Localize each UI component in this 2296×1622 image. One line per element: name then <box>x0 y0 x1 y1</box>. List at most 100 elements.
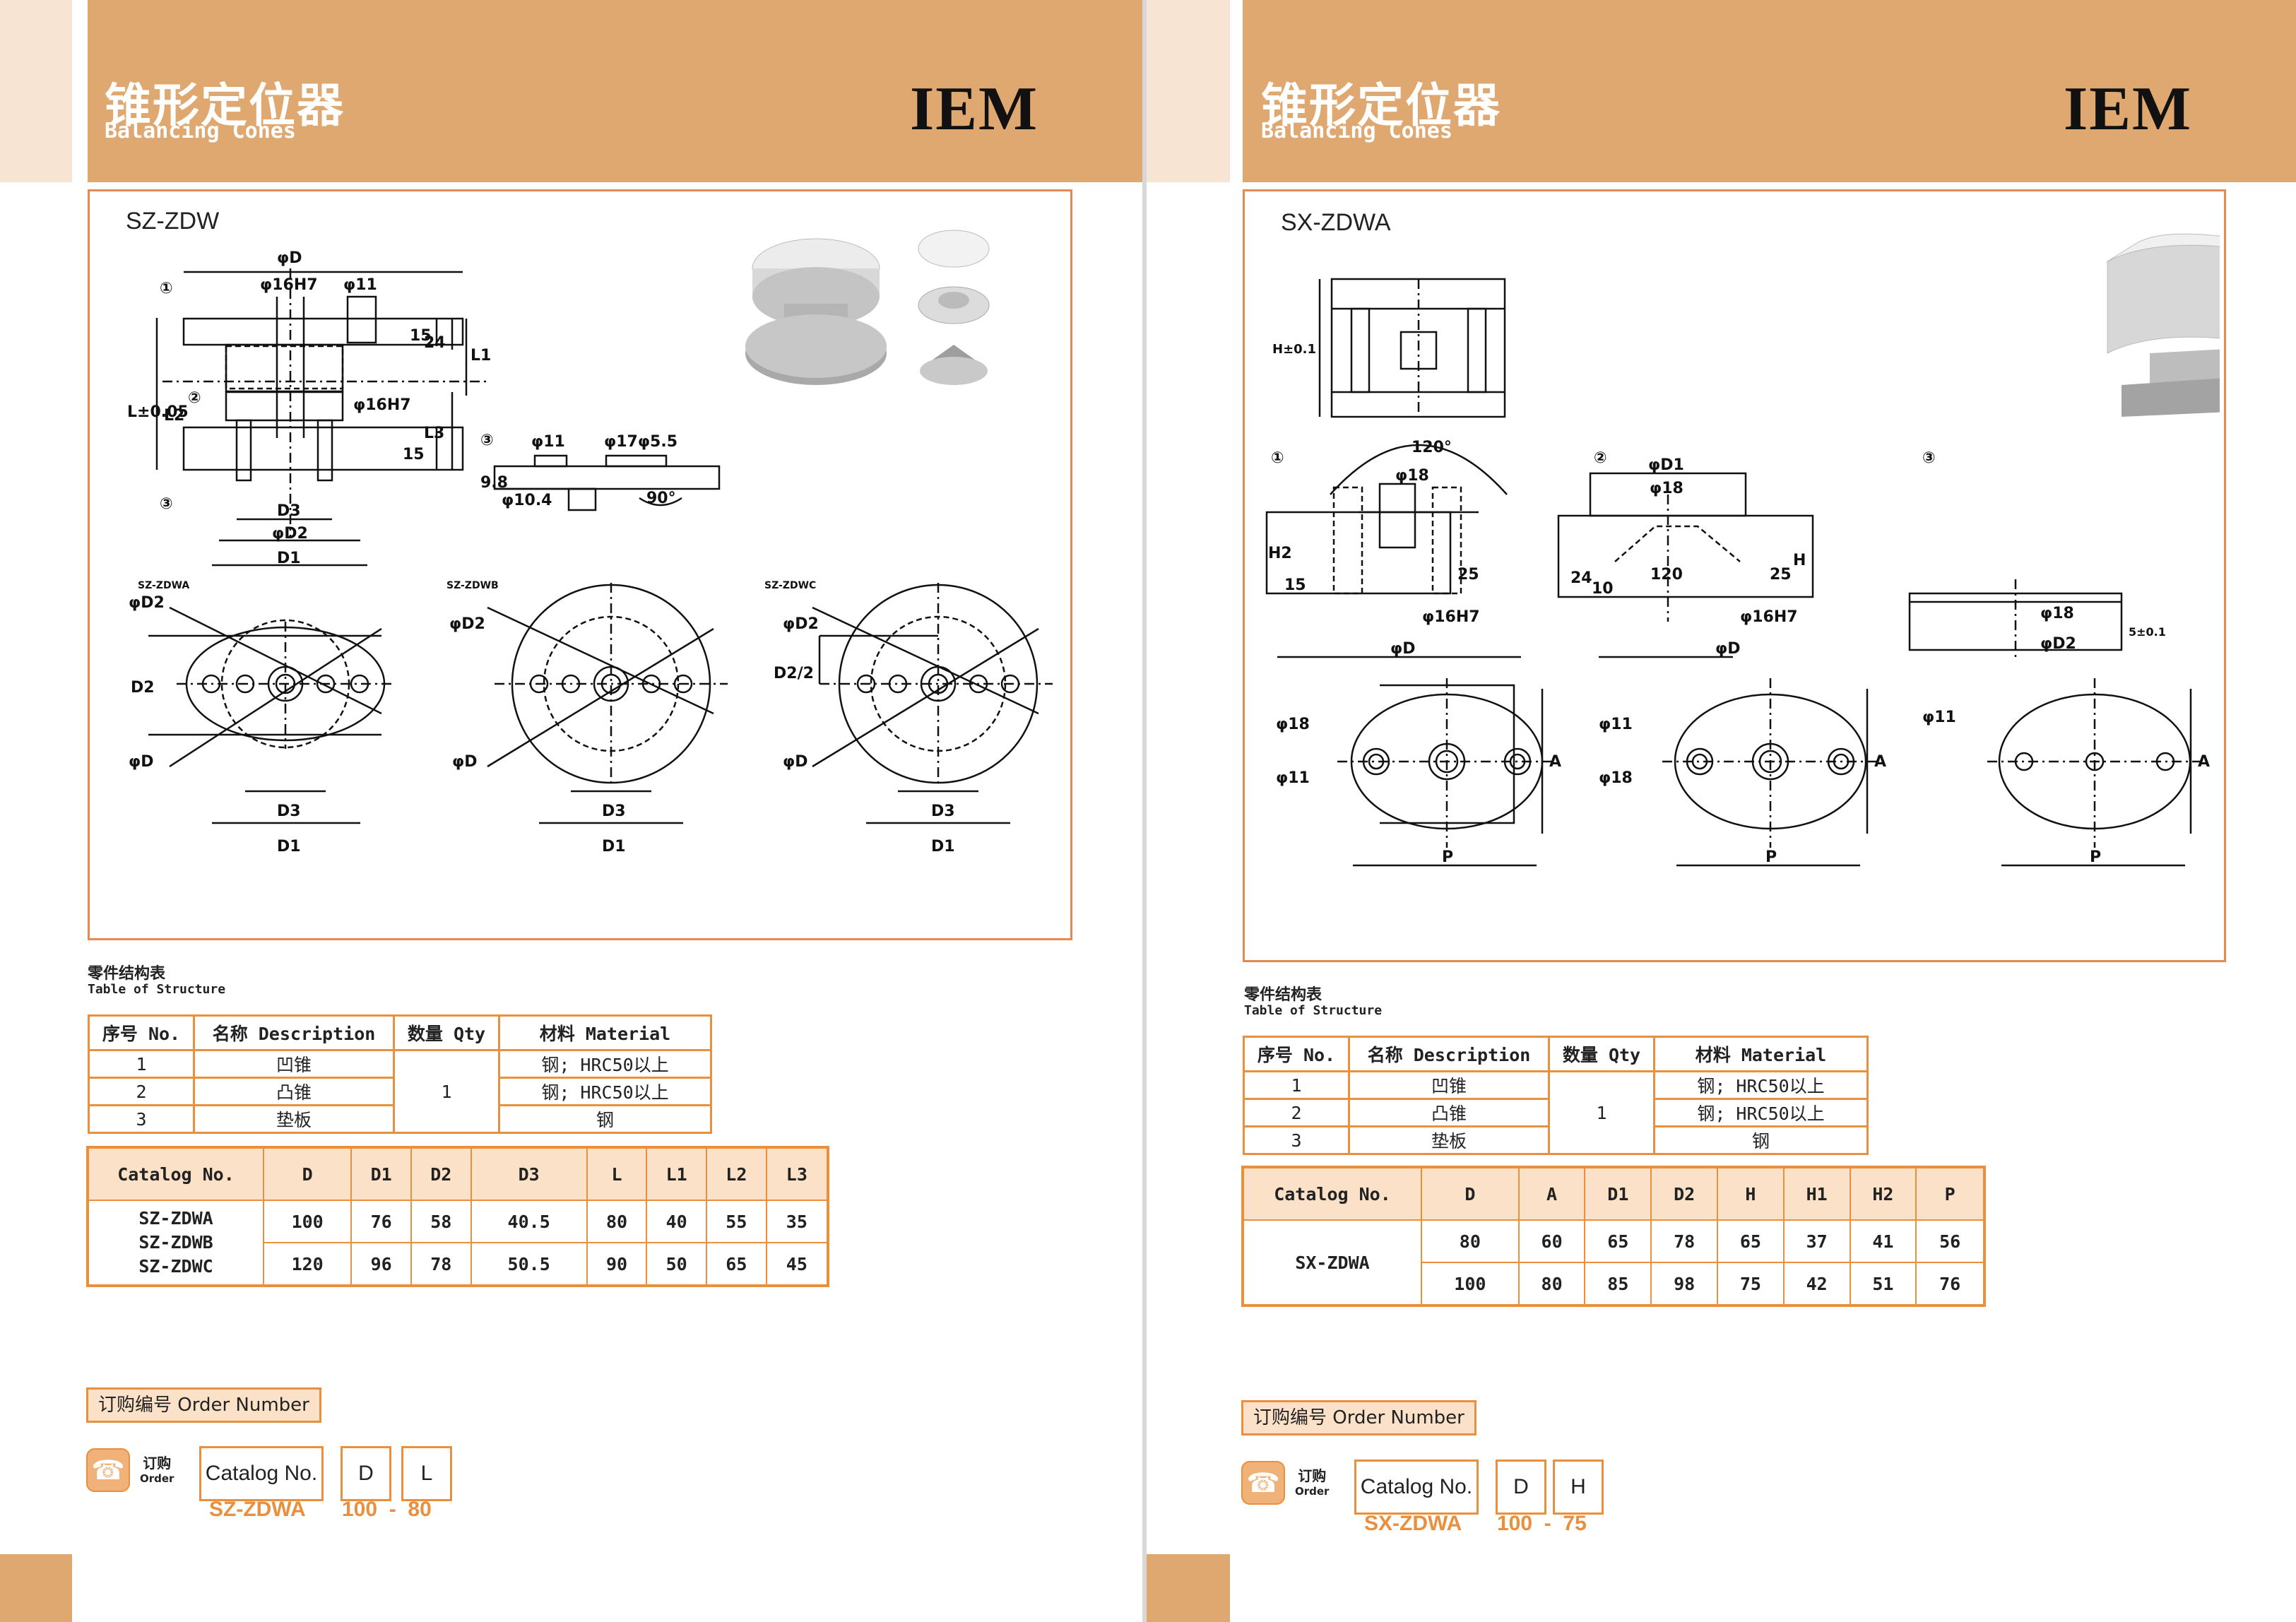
l-v1-D3: D3 <box>277 803 301 820</box>
table-cell: 78 <box>1650 1219 1718 1263</box>
left-order-box-d: D <box>341 1446 391 1501</box>
spec-h: Catalog No. <box>87 1147 264 1201</box>
table-cell: 120 <box>262 1242 353 1286</box>
table-cell: 50 <box>646 1242 707 1286</box>
spec-h: D2 <box>1650 1166 1718 1221</box>
left-title-cn: 锥形定位器 <box>105 78 345 133</box>
spec-catalog-cell: SZ-ZDWA SZ-ZDWB SZ-ZDWC <box>87 1200 264 1286</box>
order-en: Order <box>1295 1485 1330 1498</box>
left-order-example-value: 100 - 80 <box>342 1498 432 1521</box>
page-divider <box>1142 0 1147 1622</box>
table-cell: 1 <box>1243 1070 1350 1100</box>
l-v2-D3: D3 <box>602 803 626 820</box>
spec-h: A <box>1517 1166 1586 1221</box>
spec-h: H1 <box>1782 1166 1851 1221</box>
catalog-id: SZ-ZDWC <box>138 1256 213 1277</box>
table-cell: 90 <box>586 1242 648 1286</box>
l-v1-name: SZ-ZDWA <box>138 580 189 591</box>
struct-h-qty: 数量 Qty <box>393 1014 500 1051</box>
right-title-en: Balancing Cones <box>1261 119 1452 143</box>
l-L: L±0.05 <box>127 403 189 421</box>
left-structure-table: 序号 No. 名称 Description 数量 Qty 材料 Material… <box>88 1014 712 1134</box>
table-cell: 45 <box>765 1242 829 1286</box>
struct-h-mat: 材料 Material <box>1653 1036 1869 1072</box>
right-order-catalog-box: Catalog No. <box>1354 1460 1479 1515</box>
r-b2-phi18: φ18 <box>1599 769 1633 787</box>
r-H01: H±0.1 <box>1272 342 1316 357</box>
l-phi11: φ11 <box>343 276 377 294</box>
spec-h: Catalog No. <box>1242 1166 1422 1221</box>
table-cell: 65 <box>1717 1219 1785 1263</box>
left-struct-title-en: Table of Structure <box>88 982 226 997</box>
r-a120b: 120 <box>1650 566 1683 584</box>
left-page: 锥形定位器 Balancing Cones IEM SZ-ZDW <box>0 0 1142 1622</box>
table-cell: 凹锥 <box>193 1049 395 1079</box>
l-v1-phiD: φD <box>129 753 153 771</box>
r-25: 25 <box>1457 566 1479 584</box>
table-cell: 垫板 <box>1348 1125 1550 1155</box>
table-cell: 65 <box>1584 1219 1652 1263</box>
table-cell: 51 <box>1849 1262 1917 1306</box>
left-order-label: 订购 Order <box>140 1455 174 1486</box>
table-cell: 凸锥 <box>1348 1098 1550 1127</box>
table-cell: 80 <box>1517 1262 1586 1306</box>
l-p3-104: φ10.4 <box>502 492 552 509</box>
struct-h-no: 序号 No. <box>88 1014 195 1051</box>
l-v1-D2: D2 <box>131 679 155 697</box>
r-H2: H2 <box>1268 545 1292 562</box>
r-phiD: φD <box>1390 640 1415 658</box>
right-order-box-h: H <box>1553 1460 1604 1515</box>
spec-h: D1 <box>1584 1166 1652 1221</box>
r-b1-P: P <box>1442 848 1453 866</box>
table-cell: 75 <box>1717 1262 1785 1306</box>
table-cell: 98 <box>1650 1262 1718 1306</box>
right-page: 锥形定位器 Balancing Cones IEM SX-ZDWA <box>1147 0 2296 1622</box>
right-struct-title-en: Table of Structure <box>1244 1003 1383 1018</box>
l-v3-D22: D2/2 <box>774 665 814 682</box>
table-cell: 40 <box>646 1200 707 1243</box>
right-structure-table: 序号 No. 名称 Description 数量 Qty 材料 Material… <box>1243 1036 1869 1155</box>
catalog-id: SX-ZDWA <box>1242 1219 1422 1306</box>
r-phiD2: φD2 <box>2040 635 2076 653</box>
table-cell: 2 <box>1243 1098 1350 1127</box>
spec-h: H <box>1717 1166 1785 1221</box>
r-b1-A: A <box>1549 753 1561 771</box>
right-order-box-d: D <box>1496 1460 1546 1515</box>
spec-h: D <box>1421 1166 1520 1221</box>
right-top-stripe <box>1147 0 1230 182</box>
left-top-stripe <box>0 0 72 182</box>
right-order-example-value: 100 - 75 <box>1497 1512 1587 1535</box>
table-cell: 钢; HRC50以上 <box>498 1049 712 1079</box>
l-p3-phi11: φ11 <box>531 433 565 451</box>
l-phiD2: φD2 <box>272 525 308 543</box>
r-24: 24 <box>1570 569 1592 587</box>
table-cell: 85 <box>1584 1262 1652 1306</box>
r-b2-phi11: φ11 <box>1599 716 1633 733</box>
left-spec-table: Catalog No. D D1 D2 D3 L L1 L2 L3 SZ-ZDW… <box>86 1146 829 1287</box>
l-v2-phiD: φD <box>452 753 477 771</box>
left-order-number-tag: 订购编号 Order Number <box>86 1387 321 1423</box>
catalog-id: SZ-ZDWA <box>138 1208 213 1229</box>
order-cn: 订购 <box>1298 1467 1327 1484</box>
r-phi18: φ18 <box>1395 467 1429 485</box>
table-cell: 50.5 <box>470 1242 588 1286</box>
spec-h: D3 <box>470 1147 588 1201</box>
right-header-bar <box>1243 0 2296 182</box>
l-v3-phiD: φD <box>783 753 807 771</box>
l-phi16h7: φ16H7 <box>260 276 318 294</box>
table-cell: 78 <box>410 1242 472 1286</box>
r-25b: 25 <box>1770 566 1792 584</box>
left-title-en: Balancing Cones <box>105 119 296 143</box>
l-D3: D3 <box>277 502 301 520</box>
spec-h: D <box>262 1147 353 1201</box>
l-v3-phiD2: φD2 <box>783 615 819 633</box>
table-cell: 凹锥 <box>1348 1070 1550 1100</box>
r-c3: ③ <box>1922 449 1936 467</box>
table-cell: 100 <box>1421 1262 1520 1306</box>
spec-h: H2 <box>1849 1166 1917 1221</box>
table-cell: 65 <box>706 1242 767 1286</box>
table-cell: 41 <box>1849 1219 1917 1263</box>
table-cell: 80 <box>586 1200 648 1243</box>
table-cell: 1 <box>393 1049 500 1134</box>
r-501: 5±0.1 <box>2129 625 2166 639</box>
